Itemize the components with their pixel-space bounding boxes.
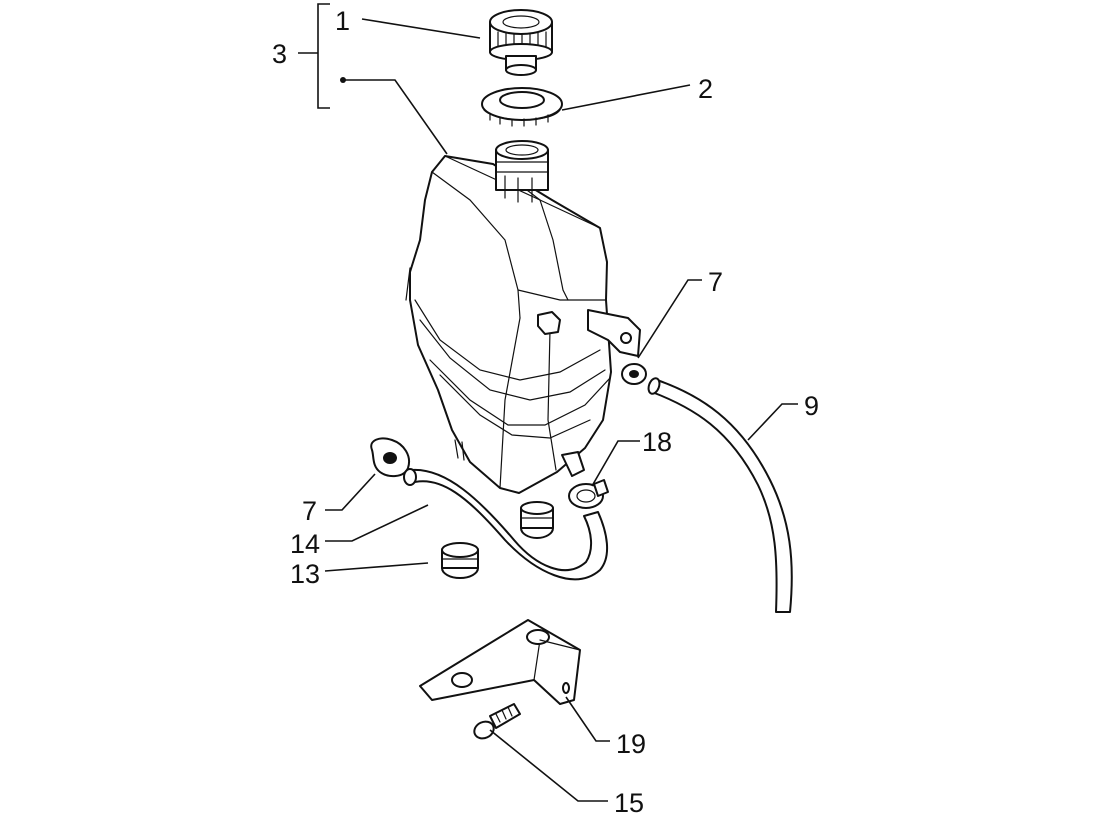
callout-18: 18	[642, 427, 672, 457]
hose-clamp	[568, 479, 609, 509]
rubber-mount-1	[520, 501, 554, 539]
grommet-right	[621, 363, 647, 385]
callout-3: 3	[272, 39, 287, 69]
mounting-bracket	[419, 619, 581, 705]
callout-15: 15	[614, 788, 644, 818]
callout-1: 1	[335, 6, 350, 36]
seal-ring	[481, 87, 563, 127]
callout-7-left: 7	[302, 496, 317, 526]
screw	[473, 703, 521, 740]
overflow-hose	[647, 377, 793, 613]
callout-14: 14	[290, 529, 320, 559]
outlet-hose	[403, 468, 609, 581]
filler-cap	[489, 9, 553, 76]
grommet-left	[370, 437, 410, 478]
callout-19: 19	[616, 729, 646, 759]
callout-9: 9	[804, 391, 819, 421]
leader-dot	[340, 77, 346, 83]
callout-7-right: 7	[708, 267, 723, 297]
rubber-mount-2	[441, 542, 479, 579]
expansion-tank	[405, 155, 641, 494]
callout-13: 13	[290, 559, 320, 589]
leader-lines	[298, 3, 798, 802]
filler-neck	[495, 140, 549, 203]
callout-2: 2	[698, 74, 713, 104]
